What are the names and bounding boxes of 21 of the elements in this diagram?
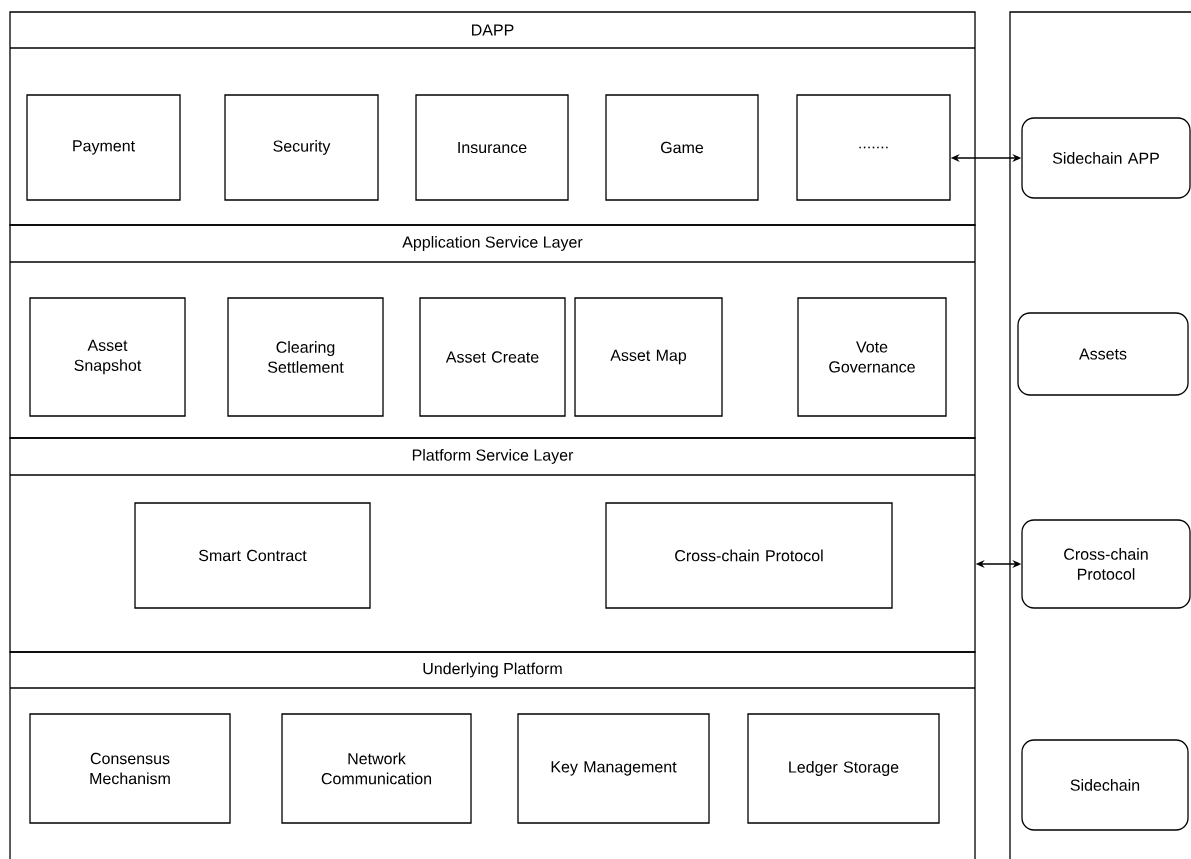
sidechain-column	[1009, 11, 1191, 859]
module-box: Cross-chain Protocol	[605, 502, 893, 609]
module-box: Consensus Mechanism	[29, 713, 231, 824]
module-box: Security	[224, 94, 379, 201]
module-box: Asset Map	[574, 297, 723, 417]
module-box: Asset Create	[419, 297, 566, 417]
module-box: Insurance	[415, 94, 569, 201]
module-box: Network Communication	[281, 713, 472, 824]
sidechain-box: Cross-chain Protocol	[1021, 519, 1191, 609]
module-box: Key Management	[517, 713, 710, 824]
module-box: Game	[605, 94, 759, 201]
module-box: Asset Snapshot	[29, 297, 186, 417]
module-box: .......	[796, 94, 951, 201]
module-box: Vote Governance	[797, 297, 947, 417]
module-box: Ledger Storage	[747, 713, 940, 824]
module-box: Payment	[26, 94, 181, 201]
module-box: Smart Contract	[134, 502, 371, 609]
sidechain-box: Sidechain APP	[1021, 117, 1191, 199]
module-box: Clearing Settlement	[227, 297, 384, 417]
sidechain-box: Assets	[1017, 312, 1189, 396]
sidechain-box: Sidechain	[1021, 739, 1189, 831]
